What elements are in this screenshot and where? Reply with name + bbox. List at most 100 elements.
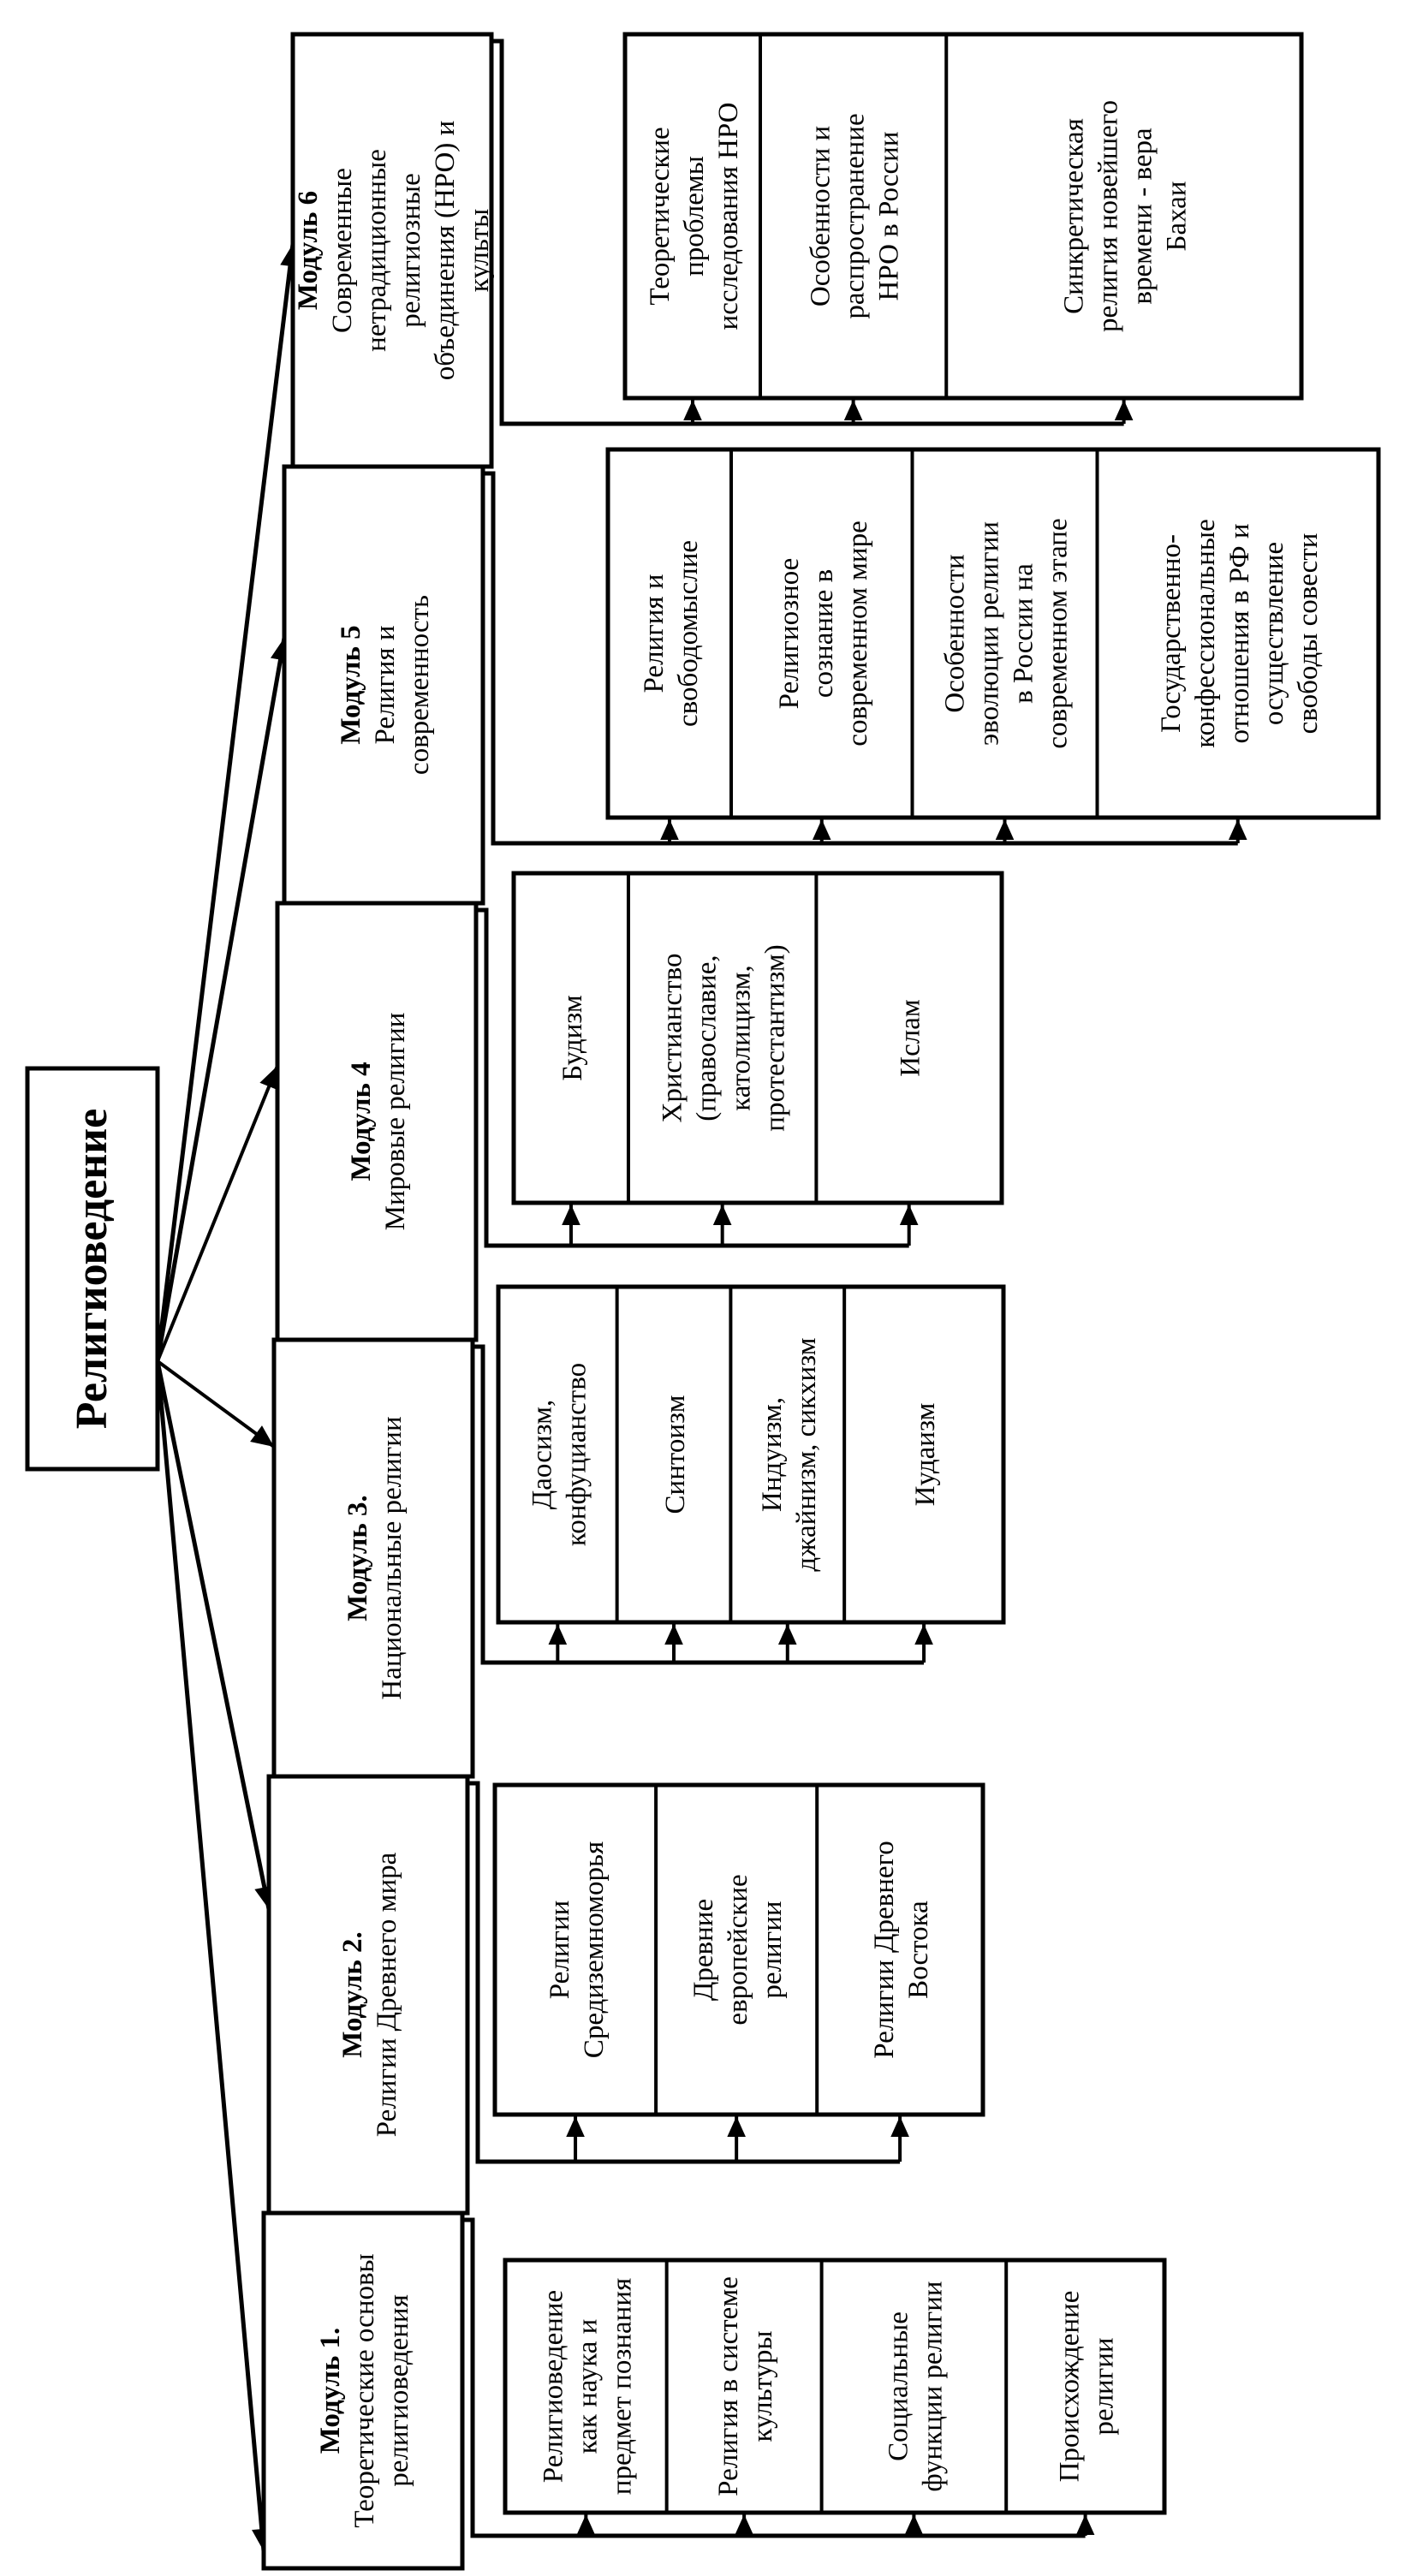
module-title: Модуль 1.: [315, 2328, 346, 2454]
root-to-module-1: [155, 1360, 266, 2552]
topic-label-line: Религии: [545, 1901, 575, 2000]
module-subtitle-line: Мировые религии: [380, 1013, 411, 1231]
topic-row-box: [496, 1284, 1006, 1625]
topic-bus-5: [483, 471, 1238, 846]
topic-label-line: в России на: [1009, 563, 1039, 704]
topic-box: Ислам: [896, 999, 926, 1077]
topic-label-line: времени - вера: [1128, 128, 1158, 305]
topic-row-box: [622, 32, 1304, 401]
module-box: [271, 1337, 475, 1779]
arrowhead-module-4: [259, 1066, 279, 1091]
arrowhead-topic: [843, 400, 863, 420]
arrowhead-topic: [812, 819, 831, 840]
arrowhead-module-3: [250, 1425, 274, 1447]
topic-label-line: НРО в России: [874, 132, 905, 301]
module-box: [290, 32, 494, 469]
arrowhead-topic: [890, 2116, 909, 2137]
topic-label-line: эволюции религии: [974, 521, 1005, 746]
module-box: [266, 1774, 470, 2216]
topic-row-box: [511, 871, 1004, 1205]
topic-label-line: Религия и: [639, 574, 670, 693]
topic-label-line: культуры: [747, 2330, 778, 2442]
module-title: Модуль 6: [293, 191, 324, 310]
topic-label-line: протестантизм): [760, 944, 791, 1131]
arrowhead-topic: [576, 2514, 596, 2535]
module-subtitle-line: Религии Древнего мира: [372, 1852, 402, 2137]
module-title: Модуль 3.: [342, 1495, 373, 1621]
topic-label: Синтоизм: [660, 1395, 691, 1514]
topic-label-line: конфессиональные: [1190, 519, 1221, 747]
topic-label-line: религии: [1089, 2337, 1120, 2435]
topic-label-line: современном этапе: [1043, 518, 1074, 748]
topic-label-line: Религиоведение: [538, 2290, 569, 2483]
topic-box: Даосизм,конфуцианство: [527, 1363, 592, 1546]
topic-label-line: конфуцианство: [561, 1363, 592, 1546]
arrowhead-topic: [548, 1624, 568, 1645]
module-subtitle-line: культы: [464, 209, 495, 292]
arrowhead-topic: [777, 1624, 797, 1645]
module-subtitle-line: религиозные: [396, 173, 426, 328]
topic-bus-4: [476, 907, 909, 1248]
topic-label-line: отношения в РФ и: [1224, 523, 1255, 743]
topic-label-line: как наука и: [572, 2319, 603, 2454]
topic-label-line: Особенности: [940, 554, 971, 712]
root-to-module-6: [155, 243, 295, 1362]
arrowhead-topic: [995, 819, 1015, 840]
topic-label-line: Ислам: [896, 999, 926, 1077]
topic-label: Иудаизм: [910, 1402, 941, 1506]
topic-box: Индуизм,джайнизм, сикхизм: [757, 1337, 822, 1571]
topic-label-line: католицизм,: [726, 965, 757, 1111]
topic-label-line: предмет познания: [606, 2278, 637, 2495]
module-title: Модуль 4: [346, 1062, 377, 1181]
module-box: [282, 464, 485, 906]
topic-bus-1: [462, 2217, 1086, 2538]
module-subtitle-line: Религия и: [370, 626, 401, 745]
topic-label-line: Бахаи: [1162, 181, 1193, 252]
topic-label-line: Даосизм,: [527, 1400, 557, 1510]
root-label: Религиоведение: [68, 1109, 116, 1429]
arrowhead-topic: [904, 2514, 924, 2535]
topic-label-line: проблемы: [679, 156, 710, 277]
topic-bus-2: [467, 1781, 901, 2164]
arrowhead-topic: [1075, 2514, 1095, 2535]
topic-label-line: Средиземноморья: [579, 1841, 610, 2058]
topic-label-line: джайнизм, сикхизм: [791, 1337, 822, 1571]
arrowhead-topic: [660, 819, 679, 840]
root-to-module-2: [155, 1360, 271, 1910]
module-subtitle-line: объединения (НРО) и: [430, 121, 461, 381]
connectors: [155, 39, 1247, 2552]
arrowhead-topic: [914, 1624, 933, 1645]
topic-label-line: исследования НРО: [713, 103, 744, 330]
topic-label-line: (православие,: [692, 955, 723, 1121]
module-2: Модуль 2.Религии Древнего мира: [266, 1774, 470, 2216]
module-subtitle-line: Современные: [327, 168, 358, 333]
topic-label-line: религия новейшего: [1093, 100, 1124, 332]
topic-label-line: современном мире: [842, 521, 873, 746]
